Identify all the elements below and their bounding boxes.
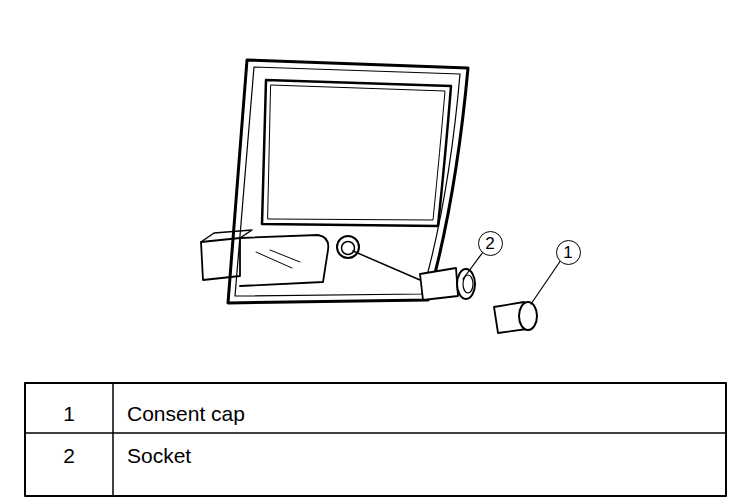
- panel-window-inner: [268, 85, 445, 220]
- leader-line: [463, 252, 483, 279]
- table-border: [25, 383, 726, 496]
- pocket-top: [201, 230, 252, 242]
- callout-circle: 2: [478, 231, 503, 256]
- table-row-rule: [25, 432, 726, 434]
- panel-window: [262, 80, 451, 226]
- pocket-front: [201, 238, 240, 280]
- table-number: 2: [63, 444, 75, 468]
- socket-hole: [337, 236, 359, 258]
- socket-flange: [457, 269, 475, 299]
- callout-circle: 1: [556, 240, 581, 265]
- table-column-rule: [112, 383, 114, 496]
- table-part-name: Socket: [127, 444, 191, 468]
- socket-body: [420, 268, 458, 300]
- insertion-line: [353, 251, 420, 280]
- recess-hatching: [256, 250, 300, 268]
- callout-number: 1: [563, 244, 572, 261]
- panel-frame: [228, 60, 468, 303]
- panel-frame-inner: [235, 67, 460, 296]
- cap-head: [519, 302, 537, 330]
- callout-number: 2: [485, 235, 494, 252]
- recess: [240, 235, 328, 286]
- socket-hole-inner: [342, 242, 355, 255]
- leader-line: [531, 260, 561, 304]
- table-number: 1: [63, 402, 75, 426]
- table-part-name: Consent cap: [127, 402, 245, 426]
